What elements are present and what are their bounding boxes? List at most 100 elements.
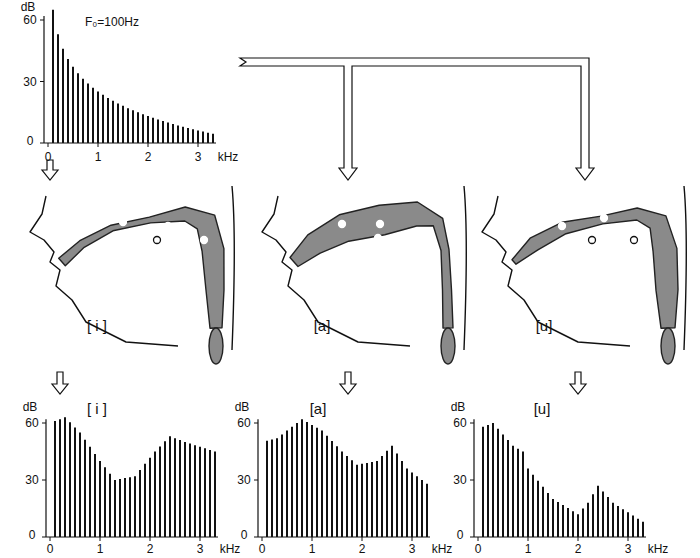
- y-tick: [470, 537, 474, 538]
- harmonic-bar: [64, 417, 66, 537]
- harmonic-bar: [67, 59, 69, 143]
- x-tick: [100, 537, 101, 541]
- harmonic-bar: [622, 509, 624, 537]
- harmonic-bar: [169, 436, 171, 537]
- harmonic-bar: [197, 130, 199, 143]
- harmonic-bar: [331, 441, 333, 537]
- axis-value: 30: [25, 474, 38, 486]
- harmonic-bar: [607, 497, 609, 537]
- x-tick: [628, 537, 629, 541]
- harmonic-bar: [306, 422, 308, 537]
- harmonic-bar: [109, 474, 111, 537]
- vowel-label: [a]: [310, 401, 327, 416]
- harmonic-bar: [139, 470, 141, 537]
- y-tick: [254, 537, 258, 538]
- harmonic-bar: [194, 445, 196, 537]
- axis-unit: dB: [23, 401, 38, 413]
- harmonic-bar: [572, 511, 574, 537]
- y-tick: [42, 480, 46, 481]
- y-tick: [40, 20, 44, 21]
- harmonic-bar: [361, 464, 363, 537]
- articulation-marker: [201, 237, 208, 244]
- harmonic-bar: [567, 508, 569, 537]
- harmonic-bar: [602, 491, 604, 537]
- x-tick: [478, 537, 479, 541]
- harmonic-bar: [84, 440, 86, 537]
- harmonic-bar: [149, 458, 151, 537]
- x-tick: [412, 537, 413, 541]
- axis-value: 1: [309, 543, 316, 555]
- x-axis: [474, 536, 646, 537]
- articulation-marker: [409, 237, 416, 244]
- harmonic-bar: [426, 484, 428, 537]
- harmonic-bar: [356, 465, 358, 537]
- harmonic-bar: [164, 441, 166, 537]
- harmonic-bar: [281, 434, 283, 537]
- y-tick: [254, 480, 258, 481]
- harmonic-bar: [137, 112, 139, 143]
- harmonic-bar: [92, 88, 94, 143]
- harmonic-bar: [371, 462, 373, 537]
- harmonic-bar: [316, 428, 318, 537]
- y-axis: [473, 419, 474, 537]
- axis-value: 0: [27, 135, 34, 147]
- axis-value: 2: [145, 151, 152, 163]
- harmonic-bar: [52, 10, 54, 143]
- pharynx-wall: [684, 186, 686, 350]
- harmonic-bar: [271, 439, 273, 537]
- harmonic-bar: [202, 132, 204, 143]
- harmonic-bar: [212, 134, 214, 143]
- x-tick: [362, 537, 363, 541]
- harmonic-bar: [54, 421, 56, 537]
- axis-value: 0: [29, 529, 36, 541]
- harmonic-bar: [642, 522, 644, 537]
- harmonic-bar: [401, 461, 403, 537]
- y-tick: [42, 423, 46, 424]
- x-tick: [578, 537, 579, 541]
- y-tick: [470, 423, 474, 424]
- x-tick: [50, 537, 51, 541]
- axis-unit: kHz: [432, 543, 453, 555]
- vocal-tract: [290, 202, 453, 328]
- axis-value: 0: [475, 543, 482, 555]
- axis-value: 60: [25, 417, 38, 429]
- axis-value: 60: [237, 417, 250, 429]
- harmonic-bar: [152, 118, 154, 143]
- harmonic-bar: [286, 431, 288, 537]
- y-axis: [45, 419, 46, 537]
- axis-unit: dB: [21, 1, 36, 13]
- y-tick: [42, 537, 46, 538]
- larynx: [661, 328, 675, 364]
- harmonic-bar: [562, 505, 564, 537]
- articulation-marker: [559, 223, 566, 230]
- axis-unit: dB: [451, 401, 466, 413]
- harmonic-bar: [172, 124, 174, 143]
- harmonic-bar: [142, 114, 144, 143]
- harmonic-bar: [162, 121, 164, 143]
- articulation-marker: [120, 219, 127, 226]
- harmonic-bar: [321, 431, 323, 537]
- y-tick: [470, 480, 474, 481]
- harmonic-bar: [59, 419, 61, 537]
- articulation-marker: [589, 237, 596, 244]
- vowel-label: [ i ]: [87, 318, 107, 333]
- x-tick: [528, 537, 529, 541]
- harmonic-bar: [597, 486, 599, 537]
- harmonic-bar: [276, 438, 278, 537]
- x-axis: [44, 142, 216, 143]
- harmonic-bar: [617, 506, 619, 537]
- vowel-label: [a]: [314, 318, 331, 333]
- x-axis: [46, 536, 218, 537]
- harmonic-bar: [492, 423, 494, 537]
- articulation-marker: [339, 221, 346, 228]
- y-axis: [43, 16, 44, 143]
- harmonic-bar: [99, 461, 101, 537]
- harmonic-bar: [577, 514, 579, 537]
- axis-value: 1: [97, 543, 104, 555]
- harmonic-bar: [214, 452, 216, 538]
- articulation-marker: [631, 237, 638, 244]
- harmonic-bar: [381, 456, 383, 537]
- axis-unit: kHz: [220, 543, 241, 555]
- y-tick: [40, 81, 44, 82]
- vowel-label: [u]: [534, 401, 551, 416]
